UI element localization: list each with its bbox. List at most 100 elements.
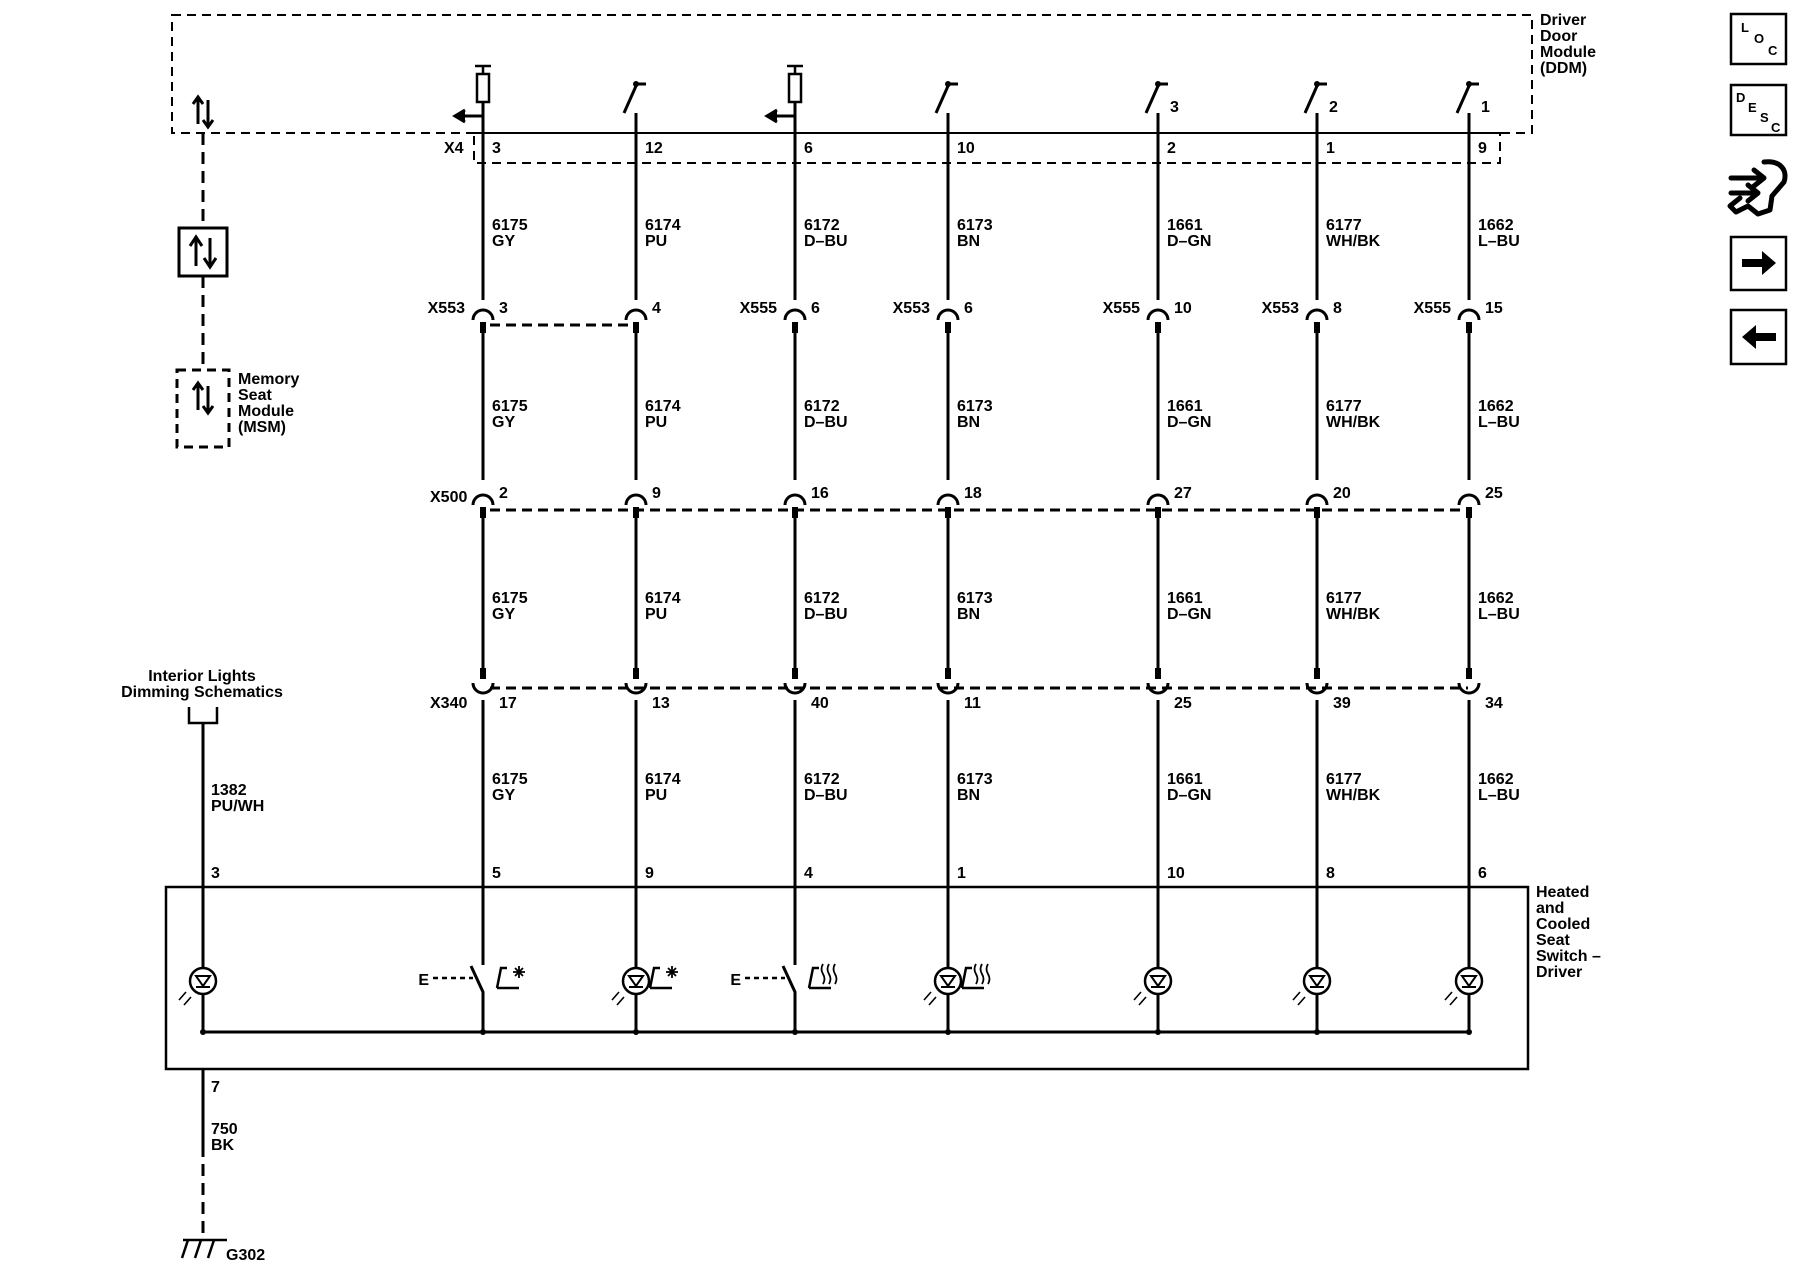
serial-data-link: Memory Seat Module (MSM) [175, 94, 299, 449]
ddm-module-label: Driver Door Module (DDM) [1540, 12, 1596, 77]
wire-color: PU [645, 787, 667, 804]
circuit-number: 6172 [804, 771, 840, 788]
connector-female-icon [1146, 682, 1170, 695]
circuit-number: 1662 [1478, 590, 1514, 607]
wire-color: WH/BK [1326, 414, 1381, 431]
inline-connector-pin: 8 [1333, 300, 1342, 317]
circuit-number: 6177 [1326, 217, 1362, 234]
circuit-number: 1662 [1478, 771, 1514, 788]
ddm-pin-number: 2 [1167, 140, 1176, 157]
connector-female-icon [1146, 493, 1170, 506]
wire-color: D–BU [804, 606, 848, 623]
light-emission-icon [1292, 991, 1306, 1006]
circuit-number: 6174 [645, 590, 681, 607]
desc-letter-d: D [1736, 90, 1745, 105]
wire-color: D–BU [804, 233, 848, 250]
circuit-number: 6175 [492, 217, 528, 234]
switch-pin: 9 [645, 865, 654, 882]
x500-pin: 2 [499, 485, 508, 502]
ddm-resistor-icon [475, 72, 491, 104]
indicator-led-icon [1143, 966, 1173, 996]
inline-connector-label: X555 [740, 300, 777, 317]
seat-heat-icon [807, 963, 838, 990]
next-page-button[interactable] [1729, 235, 1788, 292]
connector-female-icon [1457, 308, 1481, 321]
ddm-resistor-icon [787, 72, 803, 104]
circuit-number: 6174 [645, 398, 681, 415]
updown-arrow-icon [191, 94, 215, 130]
ground-circuit: 7 750 BK G302 [180, 1069, 265, 1264]
ground-symbol-icon [180, 1238, 227, 1259]
x340-pin: 40 [811, 695, 829, 712]
switch-label-line-5: Switch – [1536, 948, 1601, 965]
connector-female-icon [783, 308, 807, 321]
switch-e-label: E [730, 972, 741, 989]
desc-button[interactable]: D E S C [1729, 83, 1788, 137]
msm-label-line-4: (MSM) [238, 419, 286, 436]
wire-color: D–GN [1167, 606, 1211, 623]
light-emission-icon [178, 991, 192, 1006]
connector-female-icon [624, 493, 648, 506]
wire-color: GY [492, 787, 515, 804]
inline-connector-pin: 4 [652, 300, 661, 317]
connector-male-icon [633, 668, 639, 679]
light-emission-icon [611, 991, 625, 1006]
wire-color: D–GN [1167, 787, 1211, 804]
ddm-label-line-1: Driver [1540, 12, 1586, 29]
connector-male-icon [1466, 668, 1472, 679]
connector-male-icon [1155, 507, 1161, 518]
connector-female-icon [936, 493, 960, 506]
connector-female-icon [783, 493, 807, 506]
arrow-right-icon [1742, 251, 1776, 275]
wrench-arrows-icon [1727, 159, 1788, 217]
circuit-number: 6175 [492, 771, 528, 788]
repair-procedure-button[interactable] [1727, 159, 1788, 217]
ddm-pin-number: 12 [645, 140, 663, 157]
inline-connector-label: X553 [428, 300, 465, 317]
wire-color: PU [645, 233, 667, 250]
wire-color: L–BU [1478, 414, 1520, 431]
connector-male-icon [792, 322, 798, 333]
inline-connector-label: X553 [893, 300, 930, 317]
x340-label: X340 [430, 695, 467, 712]
loc-button[interactable]: L O C [1729, 12, 1788, 66]
loc-letter-l: L [1741, 20, 1749, 35]
serial-data-symbol [177, 226, 229, 278]
wire-color: D–BU [804, 787, 848, 804]
circuit-column-6177: 216177WH/BK6177WH/BK6177WH/BK6177WH/BKX5… [1262, 81, 1381, 1035]
inline-connector-label: X555 [1103, 300, 1140, 317]
connector-male-icon [1155, 668, 1161, 679]
circuit-number: 6174 [645, 217, 681, 234]
ddm-switch-icon [622, 82, 646, 114]
switch-label-line-3: Cooled [1536, 916, 1590, 933]
connector-female-icon [936, 682, 960, 695]
wire-color: D–GN [1167, 414, 1211, 431]
ddm-pin-number: 10 [957, 140, 975, 157]
circuit-number: 6172 [804, 217, 840, 234]
circuit-number: 6177 [1326, 398, 1362, 415]
ground-wire-color: BK [211, 1137, 235, 1154]
ddm-label-line-2: Door [1540, 28, 1577, 45]
light-emission-icon [1444, 991, 1458, 1006]
x340-pin: 25 [1174, 695, 1192, 712]
x500-pin: 9 [652, 485, 661, 502]
wire-color: PU [645, 414, 667, 431]
circuit-number: 6177 [1326, 590, 1362, 607]
lighting-connector-bracket [187, 707, 219, 725]
ddm-pin-number: 9 [1478, 140, 1487, 157]
wire-color: D–BU [804, 414, 848, 431]
loc-letter-o: O [1754, 31, 1764, 46]
connector-male-icon [1314, 507, 1320, 518]
wire-color: BN [957, 787, 980, 804]
inline-connector-label: X553 [1262, 300, 1299, 317]
connector-female-icon [1146, 308, 1170, 321]
light-emission-icon [923, 991, 937, 1006]
ddm-pin-number: 3 [492, 140, 501, 157]
circuit-number: 6172 [804, 590, 840, 607]
previous-page-button[interactable] [1729, 308, 1788, 366]
